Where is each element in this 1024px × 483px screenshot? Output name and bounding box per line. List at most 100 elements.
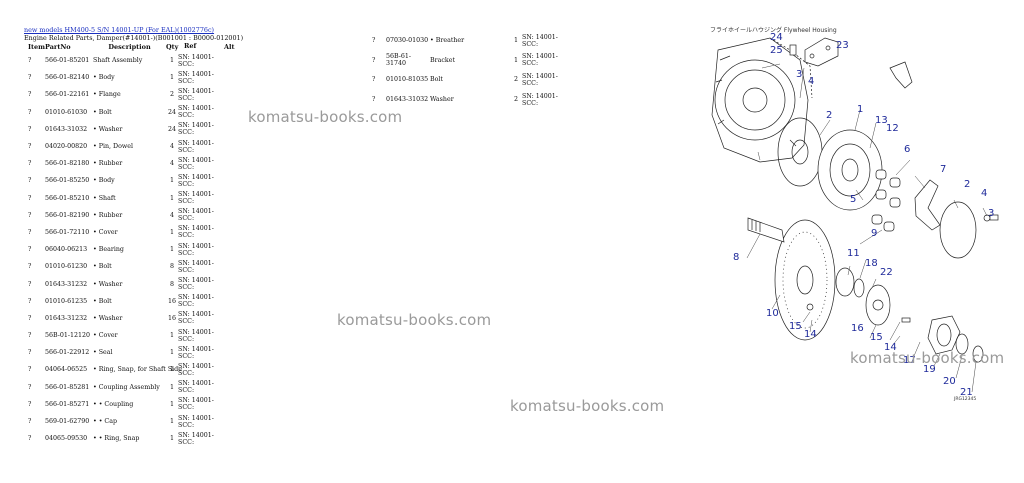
callout-10: 10 bbox=[766, 308, 779, 319]
cell-partno: 566-01-72110 bbox=[45, 228, 90, 236]
cell-description: • Pin, Dowel bbox=[93, 143, 133, 151]
damper-plate bbox=[777, 117, 823, 187]
cell-qty: 1 bbox=[169, 177, 174, 185]
cell-item: ? bbox=[28, 418, 32, 426]
cell-ref: SN: 14001-SCC: bbox=[178, 191, 214, 206]
cell-qty: 1 bbox=[169, 74, 174, 82]
cell-qty: 4 bbox=[169, 211, 174, 219]
cell-description: • Body bbox=[93, 74, 115, 82]
cell-description: • Ring, Snap, for Shaft Side bbox=[93, 366, 182, 374]
cell-ref: SN: 14001-SCC: bbox=[178, 345, 214, 360]
cell-partno: 566-01-85281 bbox=[45, 383, 90, 391]
cell-description: • Body bbox=[93, 177, 115, 185]
cell-qty: 1 bbox=[169, 228, 174, 236]
callout-3b: 3 bbox=[988, 208, 994, 219]
cell-partno: 01010-81035 bbox=[386, 76, 429, 84]
cell-item: ? bbox=[28, 177, 32, 185]
cell-item: ? bbox=[28, 314, 32, 322]
callout-15: 15 bbox=[789, 321, 802, 332]
cell-item: ? bbox=[28, 108, 32, 116]
cell-description: • • Coupling bbox=[93, 400, 134, 408]
callout-20: 20 bbox=[943, 376, 956, 387]
cell-ref: SN: 14001-SCC: bbox=[178, 414, 214, 429]
cell-description: • Seal bbox=[93, 349, 113, 357]
callout-25: 25 bbox=[770, 45, 783, 56]
model-link[interactable]: new models HM400-5 S/N 14001-UP (For EAL… bbox=[24, 26, 215, 34]
cell-item: ? bbox=[28, 263, 32, 271]
watermark: komatsu-books.com bbox=[248, 108, 403, 126]
direction-arrow-icon bbox=[889, 61, 913, 89]
table-row: ? 566-01-85250• Body 1 SN: 14001-SCC: bbox=[24, 172, 252, 189]
callout-4: 4 bbox=[808, 76, 814, 87]
cell-partno: 04064-06525 bbox=[45, 366, 88, 374]
cell-partno: 01010-61030 bbox=[45, 108, 88, 116]
cell-partno: 06040-06213 bbox=[45, 246, 88, 254]
coupling-body-disk bbox=[774, 219, 836, 341]
watermark: komatsu-books.com bbox=[850, 349, 1005, 367]
cell-qty: 24 bbox=[167, 125, 176, 133]
cell-item: ? bbox=[372, 76, 376, 84]
cell-qty: 1 bbox=[169, 435, 174, 443]
col-qty: Qty bbox=[166, 43, 179, 51]
cell-ref: SN: 14001-SCC: bbox=[522, 53, 558, 68]
cell-description: • Washer bbox=[93, 280, 123, 288]
callout-23: 23 bbox=[836, 40, 849, 51]
shaft-hub bbox=[914, 179, 941, 231]
cell-partno: 566-01-85250 bbox=[45, 177, 90, 185]
callout-11: 11 bbox=[847, 248, 860, 259]
callout-14b: 14 bbox=[884, 342, 897, 353]
cell-partno: 01643-31232 bbox=[45, 280, 88, 288]
callout-13: 13 bbox=[875, 115, 888, 126]
cell-item: ? bbox=[28, 57, 32, 65]
cell-item: ? bbox=[28, 143, 32, 151]
cell-partno: 01643-31032 bbox=[45, 125, 88, 133]
cell-partno: 566-01-22161 bbox=[45, 91, 90, 99]
col-item: Item bbox=[28, 43, 46, 51]
cell-ref: SN: 14001-SCC: bbox=[178, 70, 214, 85]
cell-qty: 1 bbox=[169, 194, 174, 202]
cell-ref: SN: 14001-SCC: bbox=[178, 53, 214, 68]
callout-6: 6 bbox=[904, 144, 910, 155]
col-partno: PartNo bbox=[45, 43, 71, 51]
rubber-blocks bbox=[871, 169, 901, 232]
flywheel-housing bbox=[711, 37, 813, 163]
cell-item: ? bbox=[28, 435, 32, 443]
cell-ref: SN: 14001-SCC: bbox=[178, 225, 214, 240]
cell-ref: SN: 14001-SCC: bbox=[178, 173, 214, 188]
cell-item: ? bbox=[28, 400, 32, 408]
cell-partno: 566-01-82140 bbox=[45, 74, 90, 82]
callout-24: 24 bbox=[770, 32, 783, 43]
cell-item: ? bbox=[28, 383, 32, 391]
cell-qty: 2 bbox=[169, 91, 174, 99]
cell-partno: 566-01-82190 bbox=[45, 211, 90, 219]
cell-qty: 4 bbox=[169, 143, 174, 151]
cell-description: • Flange bbox=[93, 91, 121, 99]
cell-ref: SN: 14001-SCC: bbox=[178, 362, 214, 377]
cell-item: ? bbox=[28, 160, 32, 168]
cell-item: ? bbox=[28, 366, 32, 374]
cell-qty: 1 bbox=[169, 246, 174, 254]
cell-item: ? bbox=[372, 96, 376, 104]
cell-item: ? bbox=[372, 37, 376, 45]
cell-description: • Washer bbox=[93, 125, 123, 133]
callout-4b: 4 bbox=[981, 188, 987, 199]
cell-partno: 566-01-22912 bbox=[45, 349, 90, 357]
cell-partno: 01010-61230 bbox=[45, 263, 88, 271]
callout-12: 12 bbox=[886, 123, 899, 134]
cover bbox=[865, 284, 891, 326]
callout-7: 7 bbox=[940, 164, 946, 175]
